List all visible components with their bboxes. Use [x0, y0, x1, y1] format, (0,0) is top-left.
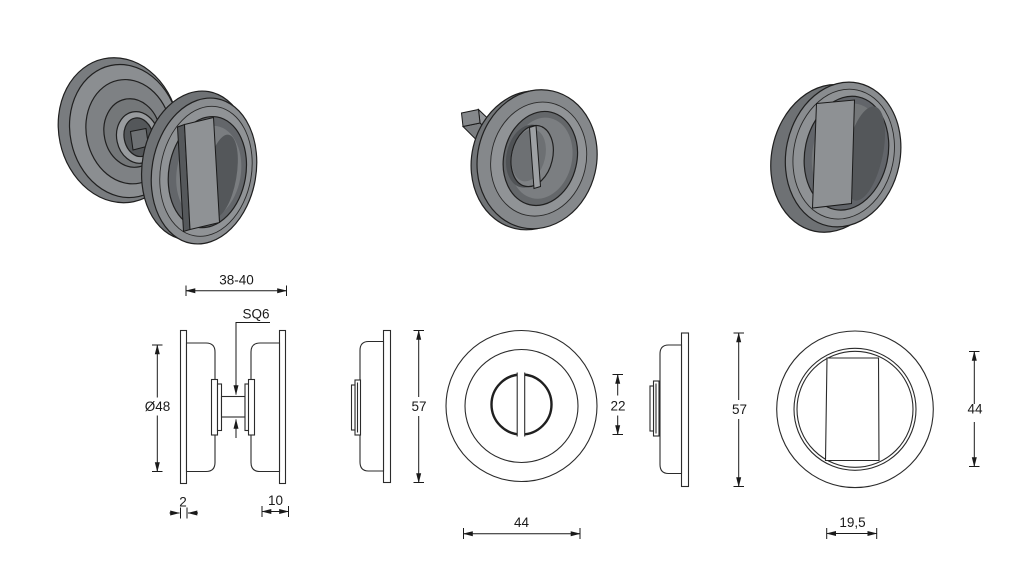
blind-grip-bar — [811, 99, 856, 209]
thumbturn-fin — [528, 124, 542, 190]
drawing-thumbturn-side-view: 57 — [350, 329, 427, 484]
dimension-spindle-square: SQ6 — [233, 307, 270, 438]
outer-circle — [445, 329, 598, 483]
render-double-sided-set — [57, 57, 258, 245]
dim-label-grip-width: 19,5 — [839, 515, 865, 530]
dimension-recess-diameter-b: 44 — [967, 350, 983, 468]
grip-bar-outline — [824, 357, 880, 462]
spindle — [220, 395, 246, 418]
grip-bar-face — [183, 116, 221, 231]
dimension-rosette-height: 57 — [411, 329, 427, 484]
dimension-rosette-height-b: 57 — [732, 332, 747, 488]
recess-outer-circle — [793, 347, 917, 471]
dim-label-recess-diameter-b: 44 — [967, 402, 983, 417]
dim-label-rosette-height-a: 57 — [411, 399, 426, 414]
recess-inner-circle — [796, 350, 914, 468]
drawing-blind-side-view: 57 — [649, 332, 747, 488]
dim-label-thumbturn-diameter: 22 — [610, 399, 625, 414]
render-flush-pull-blind — [770, 81, 902, 233]
flange — [382, 329, 392, 484]
dim-label-assembly-depth: 10 — [268, 493, 283, 508]
dim-label-assembly-flange: 2 — [179, 495, 187, 510]
left-flange — [179, 329, 188, 485]
dimension-recess-diameter-a: 44 — [462, 515, 581, 539]
dim-label-assembly-spindle: SQ6 — [242, 307, 269, 322]
flange — [680, 332, 690, 488]
hub-step — [649, 385, 655, 432]
dim-label-assembly-diameter: Ø48 — [145, 399, 171, 414]
dimension-thumbturn-diameter: 22 — [610, 373, 626, 436]
dim-label-recess-diameter-a: 44 — [514, 515, 530, 530]
body — [659, 344, 683, 475]
dimension-grip-width: 19,5 — [826, 515, 878, 539]
outer-circle — [776, 330, 934, 489]
left-hub-step — [216, 383, 223, 432]
drawing-blind-front-view: 44 19,5 — [776, 330, 983, 539]
spindle-end-face — [460, 108, 481, 128]
left-hub — [210, 378, 219, 436]
right-flange — [278, 329, 287, 485]
dim-label-rosette-height-b: 57 — [732, 402, 747, 417]
drawing-assembly-side-view: 38-40 SQ6 Ø48 2 10 — [145, 273, 290, 519]
body — [359, 340, 385, 472]
dim-label-assembly-width: 38-40 — [219, 273, 254, 288]
left-body — [185, 342, 216, 473]
dimension-depth: 10 — [261, 493, 290, 517]
blind-recess-shadow — [844, 106, 886, 201]
recess-circle — [464, 348, 579, 464]
right-hub — [247, 378, 256, 436]
render-rosette-thumbturn-spindle — [460, 89, 598, 231]
slot-gap — [517, 372, 525, 437]
dimension-flange-thickness: 2 — [169, 495, 198, 519]
dimension-diameter: Ø48 — [145, 344, 171, 473]
right-body — [250, 342, 281, 473]
dimension-door-thickness: 38-40 — [185, 273, 288, 296]
hub-step — [350, 384, 356, 431]
drawing-thumbturn-front-view: 22 44 — [445, 329, 626, 539]
